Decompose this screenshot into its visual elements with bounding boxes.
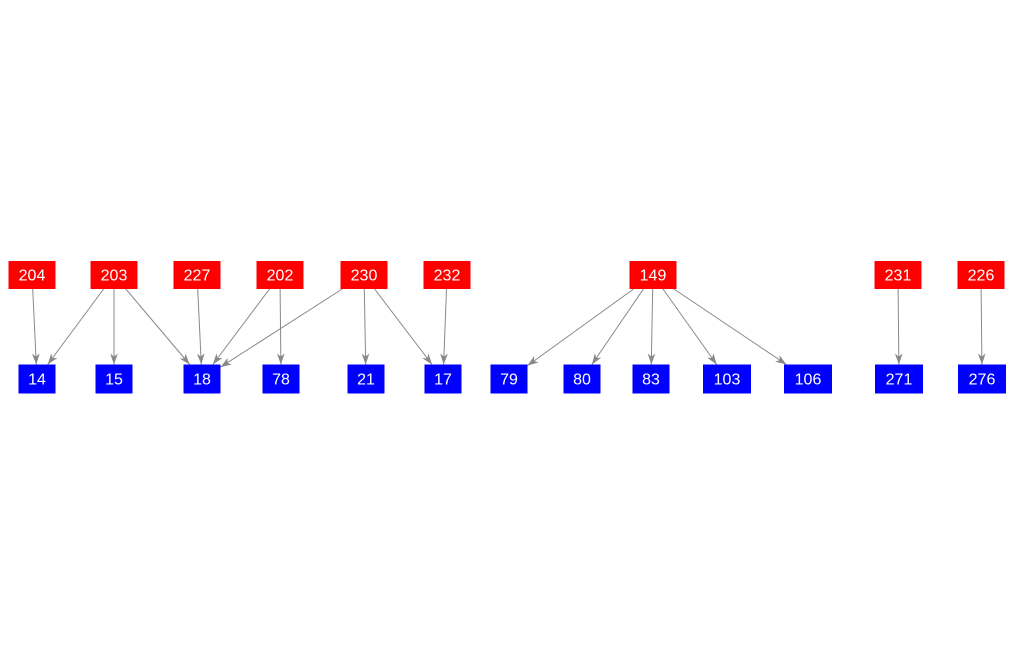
node-box-232: [423, 261, 471, 289]
node-box-78: [262, 364, 300, 394]
graph-node-276: 276: [958, 364, 1006, 394]
edge-202-78: [276, 288, 285, 365]
node-box-149: [629, 261, 677, 289]
graph-node-232: 232: [423, 261, 471, 289]
edge-203-14: [47, 288, 105, 365]
graph-node-103: 103: [703, 364, 751, 394]
edge-203-18: [125, 288, 191, 365]
edge-149-83: [647, 288, 656, 365]
graph-node-106: 106: [784, 364, 832, 394]
edge-149-103: [662, 288, 718, 365]
graph-node-80: 80: [563, 364, 601, 394]
graph-node-202: 202: [256, 261, 304, 289]
graph-node-18: 18: [183, 364, 221, 394]
node-label-15: 15: [105, 372, 123, 389]
graph-node-271: 271: [875, 364, 923, 394]
edge-226-276: [977, 288, 986, 365]
graph-node-21: 21: [347, 364, 385, 394]
node-box-227: [173, 261, 221, 289]
graph-node-15: 15: [95, 364, 133, 394]
graph-node-17: 17: [424, 364, 462, 394]
node-label-276: 276: [969, 372, 996, 389]
graph-node-78: 78: [262, 364, 300, 394]
node-label-204: 204: [19, 268, 46, 285]
node-label-80: 80: [573, 372, 591, 389]
node-box-79: [490, 364, 528, 394]
nodes-layer: 204 203 227 202 230 232 149 231 226 14 15 18 78 21 17 7…: [8, 261, 1006, 394]
edge-227-18: [196, 288, 205, 365]
edge-230-21: [361, 288, 370, 365]
graph-node-204: 204: [8, 261, 56, 289]
graph-node-79: 79: [490, 364, 528, 394]
node-box-271: [875, 364, 923, 394]
node-box-204: [8, 261, 56, 289]
graph-node-149: 149: [629, 261, 677, 289]
node-box-230: [340, 261, 388, 289]
node-box-17: [424, 364, 462, 394]
node-label-18: 18: [193, 372, 211, 389]
graph-node-83: 83: [632, 364, 670, 394]
node-box-80: [563, 364, 601, 394]
edge-149-80: [591, 288, 644, 365]
node-label-227: 227: [184, 268, 211, 285]
node-box-203: [90, 261, 138, 289]
node-label-149: 149: [640, 268, 667, 285]
node-box-14: [18, 364, 56, 394]
edge-232-17: [440, 288, 448, 365]
node-label-78: 78: [272, 372, 290, 389]
node-box-106: [784, 364, 832, 394]
node-box-18: [183, 364, 221, 394]
node-label-21: 21: [357, 372, 375, 389]
node-label-79: 79: [500, 372, 518, 389]
graph-node-230: 230: [340, 261, 388, 289]
node-box-276: [958, 364, 1006, 394]
edge-149-79: [527, 288, 634, 367]
node-label-83: 83: [642, 372, 660, 389]
node-label-271: 271: [886, 372, 913, 389]
node-box-21: [347, 364, 385, 394]
edges-layer: [31, 288, 986, 368]
node-label-231: 231: [885, 268, 912, 285]
edge-230-18: [220, 288, 343, 368]
node-box-226: [957, 261, 1005, 289]
node-box-231: [874, 261, 922, 289]
graph-node-203: 203: [90, 261, 138, 289]
node-label-17: 17: [434, 372, 452, 389]
node-box-202: [256, 261, 304, 289]
node-box-15: [95, 364, 133, 394]
edge-204-14: [31, 288, 40, 365]
node-label-202: 202: [267, 268, 294, 285]
node-label-103: 103: [714, 372, 741, 389]
node-label-232: 232: [434, 268, 461, 285]
graph-node-14: 14: [18, 364, 56, 394]
edge-149-106: [673, 288, 787, 365]
graph-node-226: 226: [957, 261, 1005, 289]
edge-230-17: [374, 288, 433, 365]
node-label-230: 230: [351, 268, 378, 285]
graph-node-227: 227: [173, 261, 221, 289]
node-label-106: 106: [795, 372, 822, 389]
edge-202-18: [212, 288, 270, 365]
node-label-203: 203: [101, 268, 128, 285]
node-box-103: [703, 364, 751, 394]
node-box-83: [632, 364, 670, 394]
edge-231-271: [894, 288, 903, 365]
graph-node-231: 231: [874, 261, 922, 289]
node-label-226: 226: [968, 268, 995, 285]
node-label-14: 14: [28, 372, 46, 389]
